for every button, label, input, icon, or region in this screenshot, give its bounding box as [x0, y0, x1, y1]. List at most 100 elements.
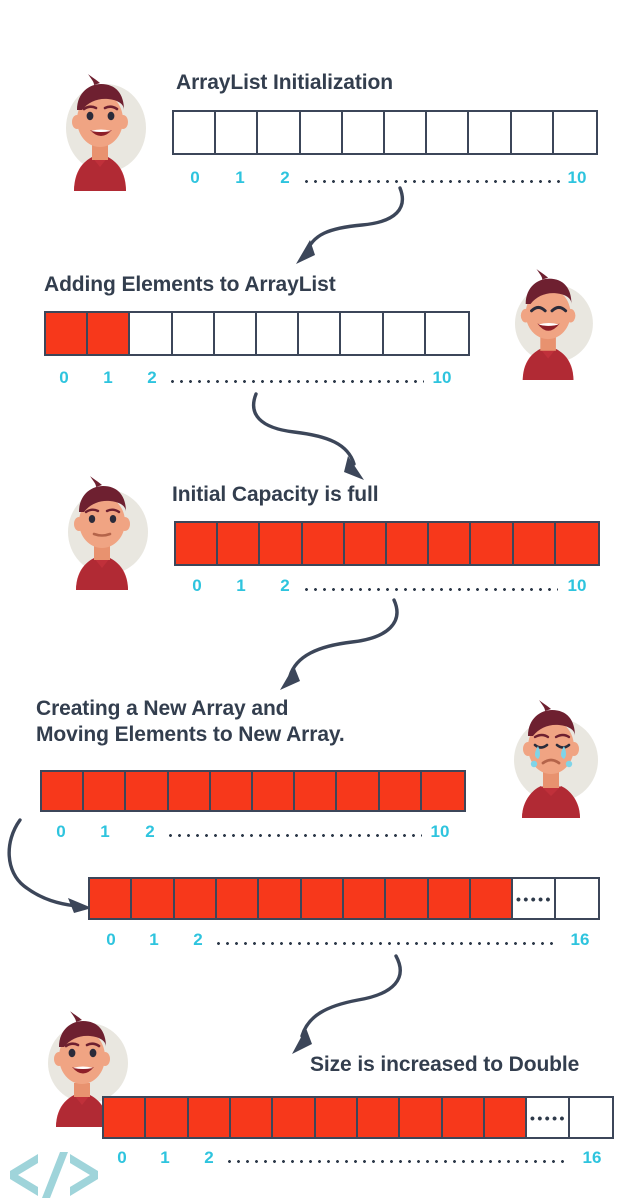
array-cell	[258, 112, 301, 153]
array-cell	[214, 313, 258, 354]
array-cell-filled	[146, 1098, 189, 1137]
array-cell-filled	[253, 772, 296, 810]
array-cell-filled	[379, 772, 422, 810]
array-cell-filled	[90, 879, 133, 918]
arrow-new-array-to-doubled	[272, 954, 412, 1062]
array-cell	[257, 313, 300, 354]
array-cell	[383, 313, 426, 354]
array-cell-filled	[273, 1098, 316, 1137]
index-label: 2	[280, 576, 290, 595]
array-cell-filled	[344, 523, 388, 564]
ruler-doubled: 0 1 2 16	[102, 1148, 614, 1170]
arrow-full-to-new-array	[258, 598, 408, 694]
heading-arraylist-initialization: ArrayList Initialization	[176, 71, 393, 94]
arrow-init-to-adding	[284, 186, 414, 266]
array-cell-filled	[188, 1098, 231, 1137]
array-cell-filled	[216, 879, 260, 918]
avatar-crying	[494, 694, 612, 818]
array-cell	[130, 313, 173, 354]
array-cell-filled	[88, 313, 131, 354]
array-cell-filled	[174, 879, 217, 918]
array-cell-filled	[210, 772, 254, 810]
array-cell-filled	[421, 772, 465, 810]
heading-capacity-full: Initial Capacity is full	[172, 483, 379, 506]
array-initial-capacity	[172, 110, 598, 155]
array-cell	[172, 313, 215, 354]
array-cell-filled	[302, 523, 345, 564]
array-cell-filled	[337, 772, 380, 810]
array-cell-filled	[42, 772, 85, 810]
array-cell	[341, 313, 384, 354]
index-label: 1	[149, 930, 159, 949]
dot-leader	[225, 1160, 567, 1163]
index-label: 2	[145, 822, 155, 841]
array-cell-filled	[484, 1098, 528, 1137]
avatar-neutral	[48, 472, 160, 590]
dot-leader	[166, 834, 422, 837]
dot-leader	[214, 942, 556, 945]
array-new-expanded: •••••	[88, 877, 600, 920]
code-brackets-logo	[8, 1152, 100, 1198]
array-cell-ellipsis: •••••	[513, 879, 556, 918]
array-cell-filled	[168, 772, 211, 810]
index-label: 1	[160, 1148, 170, 1167]
array-cell	[511, 112, 554, 153]
ruler-capacity-full: 0 1 2 10	[174, 576, 600, 598]
array-cell-filled	[259, 879, 302, 918]
array-two-elements-added	[44, 311, 470, 356]
array-cell-filled	[132, 879, 175, 918]
array-cell-filled	[555, 523, 599, 564]
array-cell-filled	[126, 772, 169, 810]
index-label: 1	[236, 576, 246, 595]
dot-leader	[168, 380, 424, 383]
heading-size-doubled: Size is increased to Double	[310, 1053, 580, 1076]
array-cell-filled	[315, 1098, 358, 1137]
array-cell	[569, 1098, 612, 1137]
index-label: 2	[193, 930, 203, 949]
index-label: 1	[235, 168, 245, 187]
array-cell-filled	[295, 772, 338, 810]
index-label: 0	[190, 168, 200, 187]
index-label: 16	[570, 930, 590, 949]
ruler-initial-capacity: 0 1 2 10	[172, 168, 598, 190]
array-cell-filled	[260, 523, 303, 564]
array-cell-filled	[470, 879, 514, 918]
ruler-new-expanded: 0 1 2 16	[88, 930, 600, 952]
array-cell-filled	[513, 523, 556, 564]
array-cell-filled	[176, 523, 219, 564]
array-cell	[342, 112, 386, 153]
heading-creating-new-array: Creating a New Array and Moving Elements…	[36, 697, 345, 746]
index-label: 0	[59, 368, 69, 387]
array-cell-filled	[386, 879, 429, 918]
array-cell-filled	[104, 1098, 147, 1137]
index-label: 0	[56, 822, 66, 841]
array-cell-filled	[46, 313, 89, 354]
index-label: 10	[432, 368, 452, 387]
array-cell-filled	[428, 879, 471, 918]
array-cell	[553, 112, 597, 153]
index-label: 2	[147, 368, 157, 387]
array-cell	[216, 112, 259, 153]
array-cell	[174, 112, 217, 153]
dot-leader	[302, 180, 560, 183]
array-cell	[299, 313, 342, 354]
avatar-happy-smiling	[44, 66, 156, 191]
array-cell	[300, 112, 343, 153]
index-label: 1	[103, 368, 113, 387]
array-cell-filled	[357, 1098, 401, 1137]
array-cell	[469, 112, 512, 153]
index-label: 0	[192, 576, 202, 595]
index-label: 16	[582, 1148, 602, 1167]
index-label: 0	[106, 930, 116, 949]
arrow-adding-to-full	[244, 392, 404, 484]
index-label: 2	[280, 168, 290, 187]
index-label: 1	[100, 822, 110, 841]
array-cell-filled	[471, 523, 514, 564]
avatar-laughing	[496, 265, 608, 380]
array-cell-filled	[400, 1098, 443, 1137]
dot-leader	[302, 588, 558, 591]
index-label: 10	[567, 576, 587, 595]
array-capacity-full	[174, 521, 600, 566]
array-cell-ellipsis: •••••	[527, 1098, 570, 1137]
